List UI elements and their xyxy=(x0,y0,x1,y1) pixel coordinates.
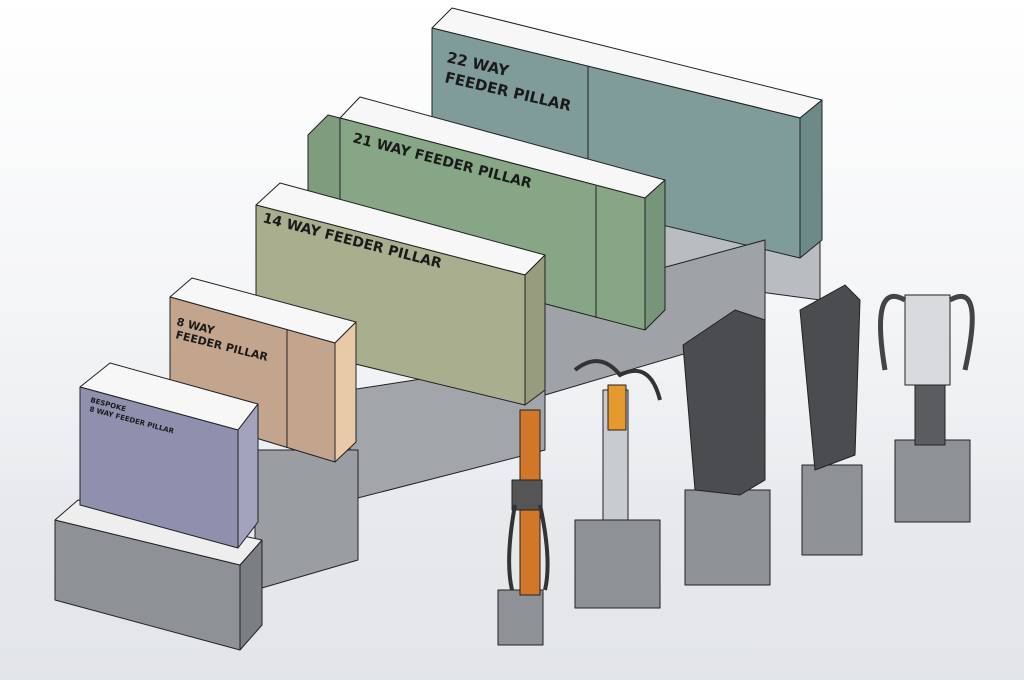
charger1-cables xyxy=(507,504,550,591)
charger4-body xyxy=(799,284,861,471)
charger5-base xyxy=(894,439,971,523)
charger5-cables xyxy=(878,293,975,371)
charger2-head xyxy=(607,384,627,431)
pillar-14-side xyxy=(524,254,546,406)
pillar-22-side xyxy=(799,99,823,259)
charger2-base xyxy=(574,519,661,609)
charger-dark-slab-2 xyxy=(799,284,863,556)
pillar-bespoke-8-way: BESPOKE 8 WAY FEEDER PILLAR xyxy=(54,362,263,651)
charger1-base xyxy=(497,589,544,646)
charger5-pedestal xyxy=(914,379,946,446)
bespoke-base-top xyxy=(54,499,263,566)
charger3-body xyxy=(682,309,766,496)
bespoke-side xyxy=(237,403,259,549)
pillar-8-side xyxy=(334,321,357,463)
charger4-base xyxy=(801,464,863,556)
charger-orange-post xyxy=(497,409,550,646)
charger3-base xyxy=(684,489,771,586)
charger1-head xyxy=(511,479,543,511)
charger-dark-slab-1 xyxy=(682,309,771,586)
pillar-21-side xyxy=(644,179,666,331)
charger2-cables xyxy=(573,359,662,401)
charger5-head xyxy=(904,294,951,386)
charger-pedestal-twin xyxy=(878,293,975,523)
charger-dual-cable xyxy=(573,359,662,609)
